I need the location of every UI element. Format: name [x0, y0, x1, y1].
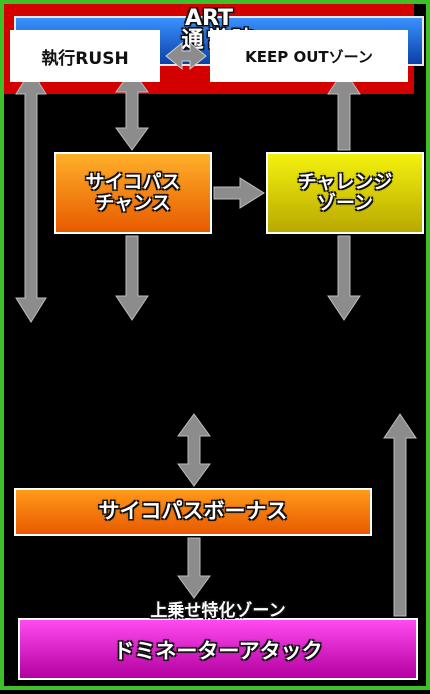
psycho-chance-label: サイコパス チャンス: [85, 170, 181, 214]
execution-rush-box: 執行RUSH: [10, 30, 160, 82]
arrow-challenge-normal: [327, 69, 361, 151]
psycho-bonus-label: サイコパスボーナス: [98, 499, 288, 524]
double-arrow-icon: [165, 41, 207, 71]
arrow-chance-challenge: [213, 177, 265, 209]
dominator-attack-subtitle: 上乗せ特化ゾーン: [150, 601, 286, 621]
flow-arrows: [15, 69, 417, 617]
challenge-zone-label: チャレンジ ゾーン: [297, 170, 393, 214]
challenge-zone-box: チャレンジ ゾーン: [266, 152, 424, 234]
arrow-domination-art: [383, 413, 417, 617]
psycho-chance-box: サイコパス チャンス: [54, 152, 212, 234]
keep-out-zone-label: KEEP OUTゾーン: [245, 47, 373, 66]
dominator-attack-label: ドミネーターアタック: [113, 639, 323, 664]
art-box: ART 執行RUSH KEEP OUTゾーン: [4, 4, 414, 94]
keep-out-zone-box: KEEP OUTゾーン: [210, 30, 408, 82]
dominator-attack-box: ドミネーターアタック: [18, 618, 418, 680]
execution-rush-label: 執行RUSH: [41, 48, 129, 69]
arrow-challenge-art: [327, 235, 361, 321]
psycho-bonus-box: サイコパスボーナス: [14, 488, 372, 536]
arrow-art-bonus: [177, 413, 211, 487]
art-title: ART: [185, 6, 233, 31]
arrow-bonus-domination: [177, 537, 211, 599]
arrow-normal-art: [15, 69, 47, 323]
arrow-normal-chance: [115, 69, 149, 151]
arrow-chance-art: [115, 235, 149, 321]
